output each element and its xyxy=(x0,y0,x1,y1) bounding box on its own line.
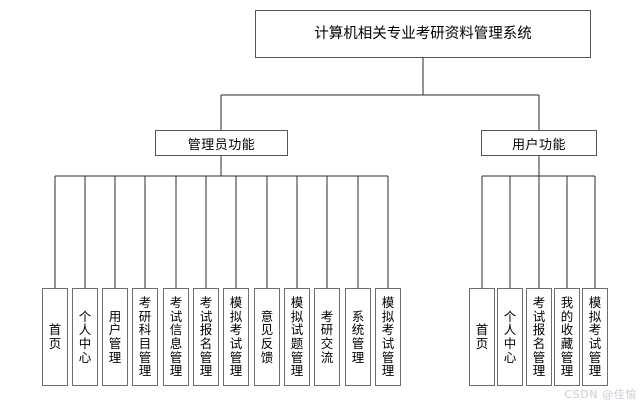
leaf-node-admin-1[interactable]: 首页 xyxy=(42,288,68,386)
leaf-node-admin-7-label: 模拟考试管理 xyxy=(229,295,243,379)
branch-node-user-label: 用户功能 xyxy=(511,137,566,153)
leaf-node-user-3-label: 考试报名管理 xyxy=(532,295,546,379)
branch-node-admin-label: 管理员功能 xyxy=(187,137,256,153)
leaf-node-user-3[interactable]: 考试报名管理 xyxy=(526,288,552,386)
leaf-node-admin-9[interactable]: 模拟试题管理 xyxy=(284,288,310,386)
branch-node-admin[interactable]: 管理员功能 xyxy=(155,130,288,156)
leaf-node-admin-6[interactable]: 考试报名管理 xyxy=(193,288,219,386)
leaf-node-user-2-label: 个人中心 xyxy=(503,308,517,365)
leaf-node-admin-1-label: 首页 xyxy=(48,322,62,351)
leaf-node-admin-5[interactable]: 考试信息管理 xyxy=(163,288,189,386)
leaf-node-user-1[interactable]: 首页 xyxy=(469,288,495,386)
leaf-node-admin-9-label: 模拟试题管理 xyxy=(290,295,304,379)
leaf-node-admin-3-label: 用户管理 xyxy=(108,308,122,365)
leaf-node-user-2[interactable]: 个人中心 xyxy=(497,288,523,386)
leaf-node-admin-10[interactable]: 考研交流 xyxy=(314,288,340,386)
watermark: CSDN @佳愉 xyxy=(564,388,637,401)
leaf-node-admin-3[interactable]: 用户管理 xyxy=(102,288,128,386)
leaf-node-admin-4[interactable]: 考研科目管理 xyxy=(132,288,158,386)
leaf-node-admin-6-label: 考试报名管理 xyxy=(199,295,213,379)
leaf-node-user-5[interactable]: 模拟考试管理 xyxy=(582,288,608,386)
leaf-node-user-1-label: 首页 xyxy=(475,322,489,351)
leaf-node-admin-4-label: 考研科目管理 xyxy=(138,295,152,379)
branch-node-user[interactable]: 用户功能 xyxy=(481,130,597,156)
leaf-node-admin-12-label: 模拟考试管理 xyxy=(381,295,395,379)
leaf-node-user-5-label: 模拟考试管理 xyxy=(588,295,602,379)
leaf-node-admin-7[interactable]: 模拟考试管理 xyxy=(223,288,249,386)
leaf-node-admin-10-label: 考研交流 xyxy=(320,308,334,365)
leaf-node-admin-2[interactable]: 个人中心 xyxy=(72,288,98,386)
leaf-node-admin-2-label: 个人中心 xyxy=(78,308,92,365)
root-node[interactable]: 计算机相关专业考研资料管理系统 xyxy=(255,10,591,58)
leaf-node-admin-12[interactable]: 模拟考试管理 xyxy=(375,288,401,386)
leaf-node-admin-8-label: 意见反馈 xyxy=(260,308,274,365)
leaf-node-admin-8[interactable]: 意见反馈 xyxy=(254,288,280,386)
leaf-node-user-4[interactable]: 我的收藏管理 xyxy=(554,288,580,386)
leaf-node-admin-11[interactable]: 系统管理 xyxy=(345,288,371,386)
root-node-label: 计算机相关专业考研资料管理系统 xyxy=(314,26,532,42)
leaf-node-admin-5-label: 考试信息管理 xyxy=(169,295,183,379)
leaf-node-user-4-label: 我的收藏管理 xyxy=(560,295,574,379)
leaf-node-admin-11-label: 系统管理 xyxy=(351,308,365,365)
